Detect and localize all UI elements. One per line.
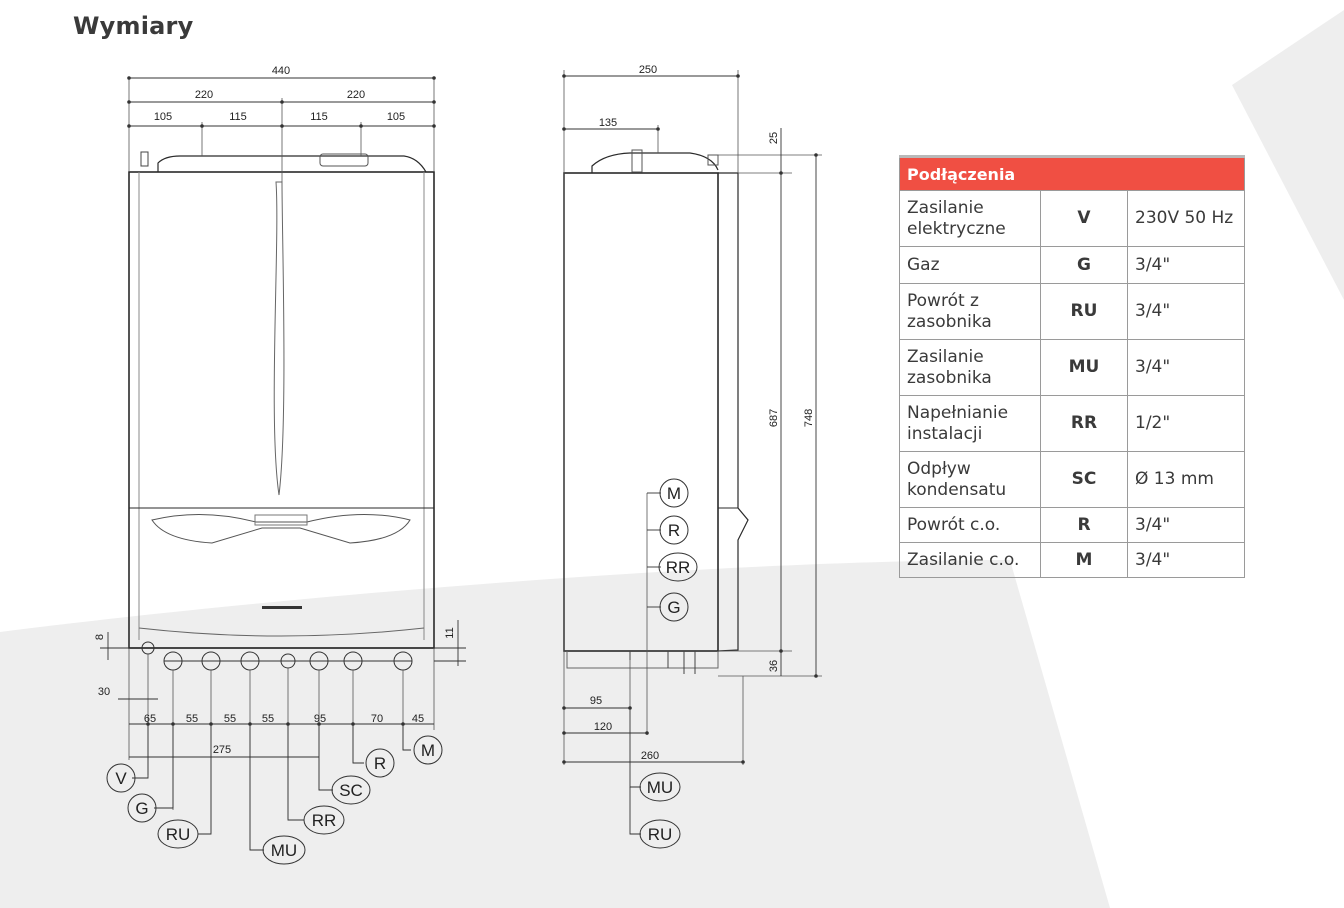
side-label-m: M [667, 484, 681, 503]
dim-8: 8 [94, 634, 106, 640]
dim-30: 30 [98, 686, 110, 698]
label-m: M [421, 741, 435, 760]
dim-260: 260 [641, 750, 659, 762]
connection-value: 230V 50 Hz [1127, 190, 1245, 247]
connection-value: 3/4" [1127, 542, 1245, 578]
table-row: Odpływ kondensatu SC Ø 13 mm [899, 451, 1245, 508]
brand-logo [262, 606, 302, 609]
dim-220-left: 220 [195, 89, 213, 101]
dim-687: 687 [768, 409, 780, 427]
table-row: Napełnianie instalacji RR 1/2" [899, 395, 1245, 452]
dim-105-right: 105 [387, 111, 405, 123]
dim-135: 135 [599, 117, 617, 129]
label-r: R [374, 754, 386, 773]
boiler-front-body [128, 171, 435, 649]
side-label-mu: MU [647, 778, 673, 797]
connection-code: R [1040, 507, 1128, 543]
dim-25: 25 [768, 132, 780, 144]
dim-105-left: 105 [154, 111, 172, 123]
dim-220-right: 220 [347, 89, 365, 101]
dim-440: 440 [272, 65, 290, 77]
page-title: Wymiary [73, 12, 194, 40]
dim-748: 748 [803, 409, 815, 427]
dim-250: 250 [639, 64, 657, 76]
side-label-g: G [667, 598, 680, 617]
label-ru: RU [166, 825, 191, 844]
connections-table: Podłączenia Zasilanie elektryczne V 230V… [899, 155, 1245, 578]
dim-11: 11 [444, 627, 456, 638]
side-label-ru: RU [648, 825, 673, 844]
connection-value: 3/4" [1127, 507, 1245, 543]
dim-45: 45 [412, 713, 424, 725]
dim-115-right: 115 [310, 111, 328, 123]
dim-275: 275 [213, 744, 231, 756]
connection-code: RU [1040, 283, 1128, 340]
dim-55-b: 55 [224, 713, 236, 725]
connection-code: G [1040, 246, 1128, 284]
label-v: V [115, 769, 127, 788]
dim-36: 36 [768, 660, 780, 672]
connection-name: Zasilanie c.o. [899, 542, 1041, 578]
dim-55-c: 55 [262, 713, 274, 725]
connection-code: MU [1040, 339, 1128, 396]
table-header: Podłączenia [899, 155, 1245, 191]
connection-value: 1/2" [1127, 395, 1245, 452]
connection-value: 3/4" [1127, 246, 1245, 284]
connection-name: Zasilanie elektryczne [899, 190, 1041, 247]
connection-code: V [1040, 190, 1128, 247]
connection-code: SC [1040, 451, 1128, 508]
connection-name: Zasilanie zasobnika [899, 339, 1041, 396]
label-g: G [135, 799, 148, 818]
connection-value: 3/4" [1127, 339, 1245, 396]
table-row: Powrót c.o. R 3/4" [899, 507, 1245, 543]
side-view: 250 135 25 687 748 36 95 120 260 M R RR … [562, 64, 822, 849]
label-rr: RR [312, 811, 337, 830]
side-label-rr: RR [666, 558, 691, 577]
dim-55-a: 55 [186, 713, 198, 725]
dim-65: 65 [144, 713, 156, 725]
table-row: Gaz G 3/4" [899, 246, 1245, 284]
connection-name: Gaz [899, 246, 1041, 284]
connection-name: Powrót c.o. [899, 507, 1041, 543]
table-row: Zasilanie elektryczne V 230V 50 Hz [899, 190, 1245, 247]
dim-95-side: 95 [590, 695, 602, 707]
connection-code: M [1040, 542, 1128, 578]
table-row: Zasilanie c.o. M 3/4" [899, 542, 1245, 578]
connection-name: Odpływ kondensatu [899, 451, 1041, 508]
front-view: 440 220 220 105 115 115 105 8 11 30 65 5… [94, 65, 466, 865]
dim-115-left: 115 [229, 111, 247, 123]
connection-name: Napełnianie instalacji [899, 395, 1041, 452]
dim-70: 70 [371, 713, 383, 725]
table-row: Powrót z zasobnika RU 3/4" [899, 283, 1245, 340]
connection-code: RR [1040, 395, 1128, 452]
connection-value: 3/4" [1127, 283, 1245, 340]
dim-95: 95 [314, 713, 326, 725]
label-sc: SC [339, 781, 363, 800]
dim-120: 120 [594, 721, 612, 733]
connection-value: Ø 13 mm [1127, 451, 1245, 508]
connection-name: Powrót z zasobnika [899, 283, 1041, 340]
table-row: Zasilanie zasobnika MU 3/4" [899, 339, 1245, 396]
label-mu: MU [271, 841, 297, 860]
side-label-r: R [668, 521, 680, 540]
boiler-side-body [563, 172, 719, 652]
